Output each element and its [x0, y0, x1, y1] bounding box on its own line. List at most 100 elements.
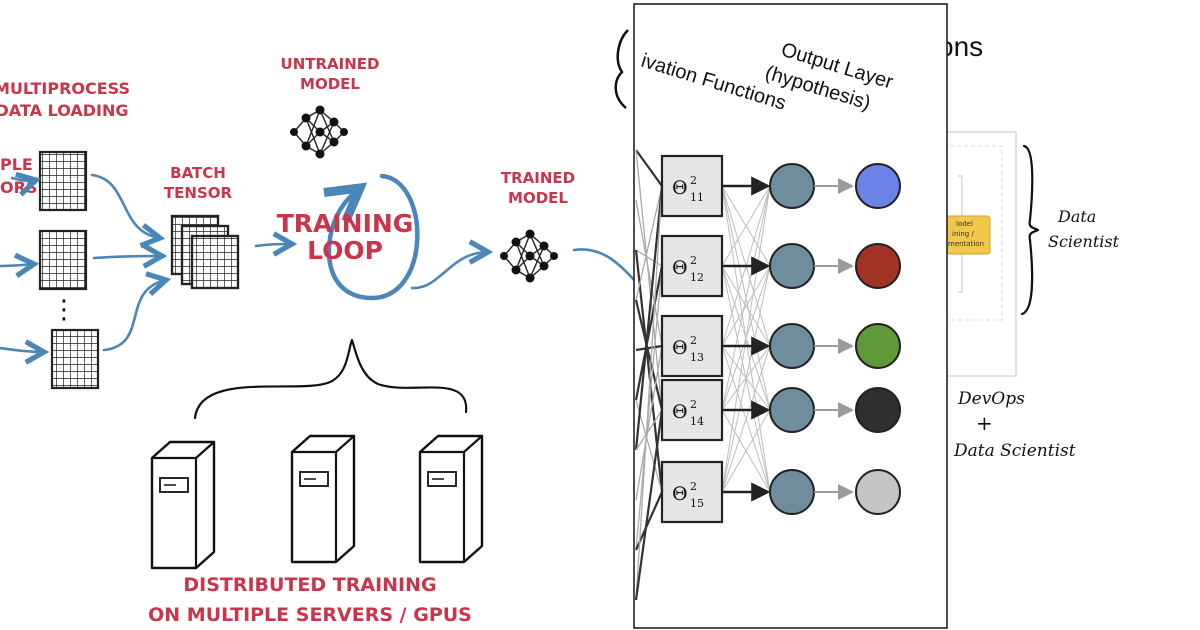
data-scientist-brace [1020, 144, 1040, 316]
batch-tensor-label-line2: TENSOR [164, 184, 233, 202]
theta-symbol: Θ [672, 483, 688, 505]
server-icon-2 [290, 434, 356, 564]
untrained-model-network-icon [289, 104, 349, 160]
theta-subscript: 11 [690, 191, 704, 204]
multiprocess-label-line1: MULTIPROCESS [0, 79, 130, 98]
trained-model-label-line1: TRAINED [501, 169, 575, 187]
training-loop-label-line1: TRAINING [277, 209, 414, 238]
input-connection-line [635, 149, 663, 411]
theta-subscript: 13 [690, 351, 704, 364]
theta-box [660, 378, 724, 442]
output-node [855, 469, 901, 515]
arrow-grid2-batch [92, 256, 162, 258]
theta-subscript: 14 [690, 415, 704, 428]
hidden-node [769, 163, 815, 209]
data-scientist-label-line1: Data [1057, 207, 1096, 226]
data-scientist-label-line2: Scientist [1048, 232, 1120, 251]
theta-symbol: Θ [672, 401, 688, 423]
theta-symbol: Θ [672, 337, 688, 359]
multiprocess-label-line2: DATA LOADING [0, 101, 128, 120]
training-loop-arrow [329, 173, 420, 301]
model-box-line3: mentation [948, 240, 984, 248]
arrow-grid3-batch [102, 280, 166, 352]
output-node [855, 387, 901, 433]
cross-connection-line [721, 265, 771, 493]
server-icon-1 [150, 440, 216, 570]
left-panel: MULTIPROCESS DATA LOADING PLE ORS ⋮ BATC… [0, 55, 636, 626]
trained-model-network-icon [499, 228, 559, 284]
arrow-batch-loop [254, 244, 292, 246]
cross-connection-line [721, 265, 771, 347]
arrow-grid1-batch [90, 173, 160, 238]
theta-symbol: Θ [672, 257, 688, 279]
theta-box [660, 234, 724, 298]
hidden-node [769, 469, 815, 515]
middle-panel: ivation Functions Output Layer (hypothes… [614, 3, 948, 629]
hidden-node [769, 323, 815, 369]
theta-superscript: 2 [690, 398, 697, 411]
input-arrow-3 [0, 348, 44, 352]
server-icon-3 [418, 434, 484, 564]
devops-label-line1: DevOps [957, 389, 1025, 409]
theta-subscript: 12 [690, 271, 704, 284]
hidden-node [769, 243, 815, 289]
theta-box [660, 314, 724, 378]
devops-label-line3: Data Scientist [953, 441, 1076, 461]
input-connection-line [634, 185, 664, 451]
sample-tensor-grid-3 [50, 328, 100, 390]
input-connection-line [635, 409, 663, 451]
sample-tensor-grid-2 [38, 229, 88, 291]
theta-superscript: 2 [690, 254, 697, 267]
arrow-trained-out [572, 248, 636, 282]
untrained-model-label-line2: MODEL [300, 75, 360, 93]
cross-connection-line [721, 409, 771, 493]
input-connection-line [634, 249, 664, 493]
distributed-label-line2: ON MULTIPLE SERVERS / GPUS [148, 604, 472, 626]
input-connection-line [635, 199, 663, 347]
cross-connection-line [721, 185, 771, 411]
training-loop-label-line2: LOOP [307, 236, 383, 265]
devops-label-line2: + [976, 411, 993, 435]
sample-tensor-grid-1 [38, 150, 88, 212]
theta-box [660, 460, 724, 524]
theta-superscript: 2 [690, 334, 697, 347]
input-arrow-2 [0, 264, 34, 266]
distributed-brace [193, 338, 468, 420]
model-box-line2: ining / [952, 230, 974, 238]
theta-subscript: 15 [690, 497, 704, 510]
sample-tensors-label-line1: PLE [0, 155, 33, 174]
right-panel: ons lodel ining / mentation Data Scienti… [929, 31, 1120, 461]
input-connection-line [635, 265, 663, 551]
cross-connection-line [721, 185, 771, 493]
output-node [855, 163, 901, 209]
untrained-model-label-line1: UNTRAINED [281, 55, 380, 73]
cross-connection-line [721, 345, 771, 493]
cross-connection-line [721, 185, 771, 267]
input-connection-line [634, 265, 664, 401]
model-box-line1: lodel [956, 220, 973, 228]
arrow-loop-trained [410, 252, 488, 290]
output-node [855, 323, 901, 369]
theta-symbol: Θ [672, 177, 688, 199]
input-connection-line [634, 409, 664, 601]
trained-model-label-line2: MODEL [508, 189, 568, 207]
distributed-label-line1: DISTRIBUTED TRAINING [183, 574, 436, 596]
theta-superscript: 2 [690, 174, 697, 187]
batch-tensor-stack [170, 214, 240, 290]
input-arrow-1 [10, 178, 36, 181]
activation-header-brace [614, 29, 629, 109]
input-connection-line [635, 185, 663, 301]
input-connection-line [635, 149, 663, 187]
input-connection-line [635, 344, 663, 352]
input-connection-line [635, 185, 663, 601]
input-connection-lines [634, 149, 771, 601]
output-node [855, 243, 901, 289]
ellipsis-icon: ⋮ [51, 295, 77, 325]
